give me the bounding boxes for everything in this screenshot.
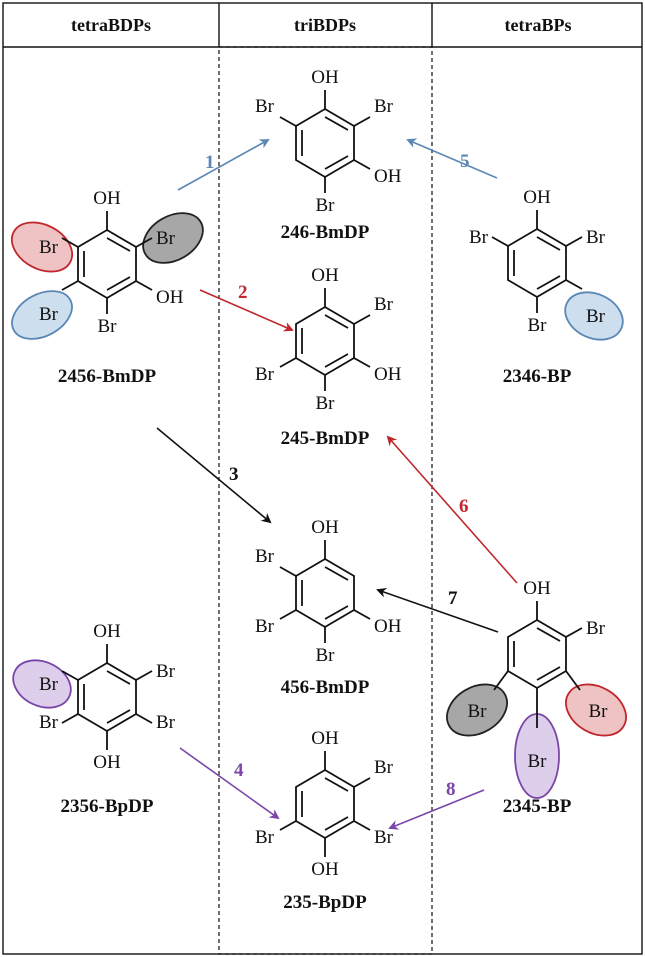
highlight-gray-2456 [142, 212, 204, 264]
compound-name-2356-bpdp: 2356-BpDP [61, 796, 154, 817]
arrow-5 [406, 138, 498, 179]
arrow-label-3: 3 [229, 464, 239, 485]
molecule-2356-bpdp [61, 644, 153, 750]
br-label: Br [39, 712, 59, 733]
br-label: Br [374, 827, 394, 848]
oh-label: OH [93, 621, 121, 642]
br-label: Br [255, 546, 275, 567]
arrow-label-2: 2 [238, 282, 248, 303]
br-label: Br [374, 757, 394, 778]
compound-name-246-bmdp: 246-BmDP [281, 222, 370, 243]
highlight-red-2456 [11, 221, 73, 273]
compound-name-456-bmdp: 456-BmDP [281, 677, 370, 698]
arrow-label-4: 4 [234, 760, 244, 781]
header-tetrabdps: tetraBDPs [71, 15, 151, 35]
arrow-8 [388, 789, 485, 830]
oh-label: OH [311, 517, 339, 538]
br-label: Br [39, 674, 59, 695]
oh-label: OH [93, 188, 121, 209]
oh-label: OH [523, 187, 551, 208]
molecule-2346-bp [491, 210, 583, 313]
highlight-purple-2356 [12, 659, 72, 709]
br-label: Br [316, 393, 336, 414]
br-label: Br [255, 616, 275, 637]
molecule-235-bpdp [279, 751, 371, 857]
arrow-label-1: 1 [205, 152, 215, 173]
compound-name-235-bpdp: 235-BpDP [283, 892, 367, 913]
header-tetrabps: tetraBPs [505, 15, 572, 35]
highlights [11, 212, 627, 799]
oh-label: OH [93, 752, 121, 773]
br-label: Br [586, 618, 606, 639]
br-label: Br [374, 294, 394, 315]
compound-name-2456-bmdp: 2456-BmDP [58, 366, 157, 387]
oh-label: OH [311, 728, 339, 749]
highlight-blue-2456 [11, 290, 73, 340]
arrow-2 [199, 289, 294, 332]
br-label: Br [156, 712, 176, 733]
br-label: Br [374, 96, 394, 117]
oh-label: OH [311, 859, 339, 880]
arrow-label-6: 6 [459, 496, 469, 517]
highlight-red-2345 [565, 683, 627, 737]
middle-column-box [218, 46, 433, 955]
br-label: Br [469, 227, 489, 248]
arrow-7 [376, 587, 499, 633]
arrow-1 [177, 139, 270, 191]
molecule-2345-bp [493, 601, 583, 728]
highlight-gray-2345 [446, 683, 508, 737]
molecule-246-bmdp [279, 90, 371, 193]
br-label: Br [39, 304, 59, 325]
br-label: Br [255, 827, 275, 848]
br-label: Br [586, 306, 606, 327]
oh-label: OH [374, 616, 402, 637]
oh-label: OH [374, 166, 402, 187]
br-label: Br [316, 645, 336, 666]
oh-label: OH [311, 265, 339, 286]
arrow-label-5: 5 [460, 151, 470, 172]
br-label: Br [528, 751, 548, 772]
compound-name-245-bmdp: 245-BmDP [281, 428, 370, 449]
compound-name-2345-bp: 2345-BP [503, 796, 572, 817]
br-label: Br [156, 661, 176, 682]
br-label: Br [98, 316, 118, 337]
br-label: Br [316, 195, 336, 216]
molecule-2456-bmdp [61, 211, 153, 314]
arrow-label-8: 8 [446, 779, 456, 800]
arrow-4 [179, 747, 280, 820]
oh-label: OH [156, 287, 184, 308]
molecule-245-bmdp [279, 288, 371, 391]
arrow-6 [386, 435, 518, 584]
br-label: Br [586, 227, 606, 248]
br-label: Br [39, 237, 59, 258]
br-label: Br [255, 364, 275, 385]
oh-label: OH [374, 364, 402, 385]
br-label: Br [528, 315, 548, 336]
compound-name-2346-bp: 2346-BP [503, 366, 572, 387]
br-label: Br [255, 96, 275, 117]
arrow-3 [156, 427, 272, 524]
br-label: Br [468, 701, 488, 722]
highlight-blue-2346 [564, 291, 624, 341]
arrow-label-7: 7 [448, 588, 458, 609]
br-label: Br [589, 701, 609, 722]
oh-label: OH [311, 67, 339, 88]
oh-label: OH [523, 578, 551, 599]
header-tribdps: triBDPs [294, 15, 356, 35]
br-label: Br [156, 228, 176, 249]
molecule-456-bmdp [279, 540, 371, 643]
